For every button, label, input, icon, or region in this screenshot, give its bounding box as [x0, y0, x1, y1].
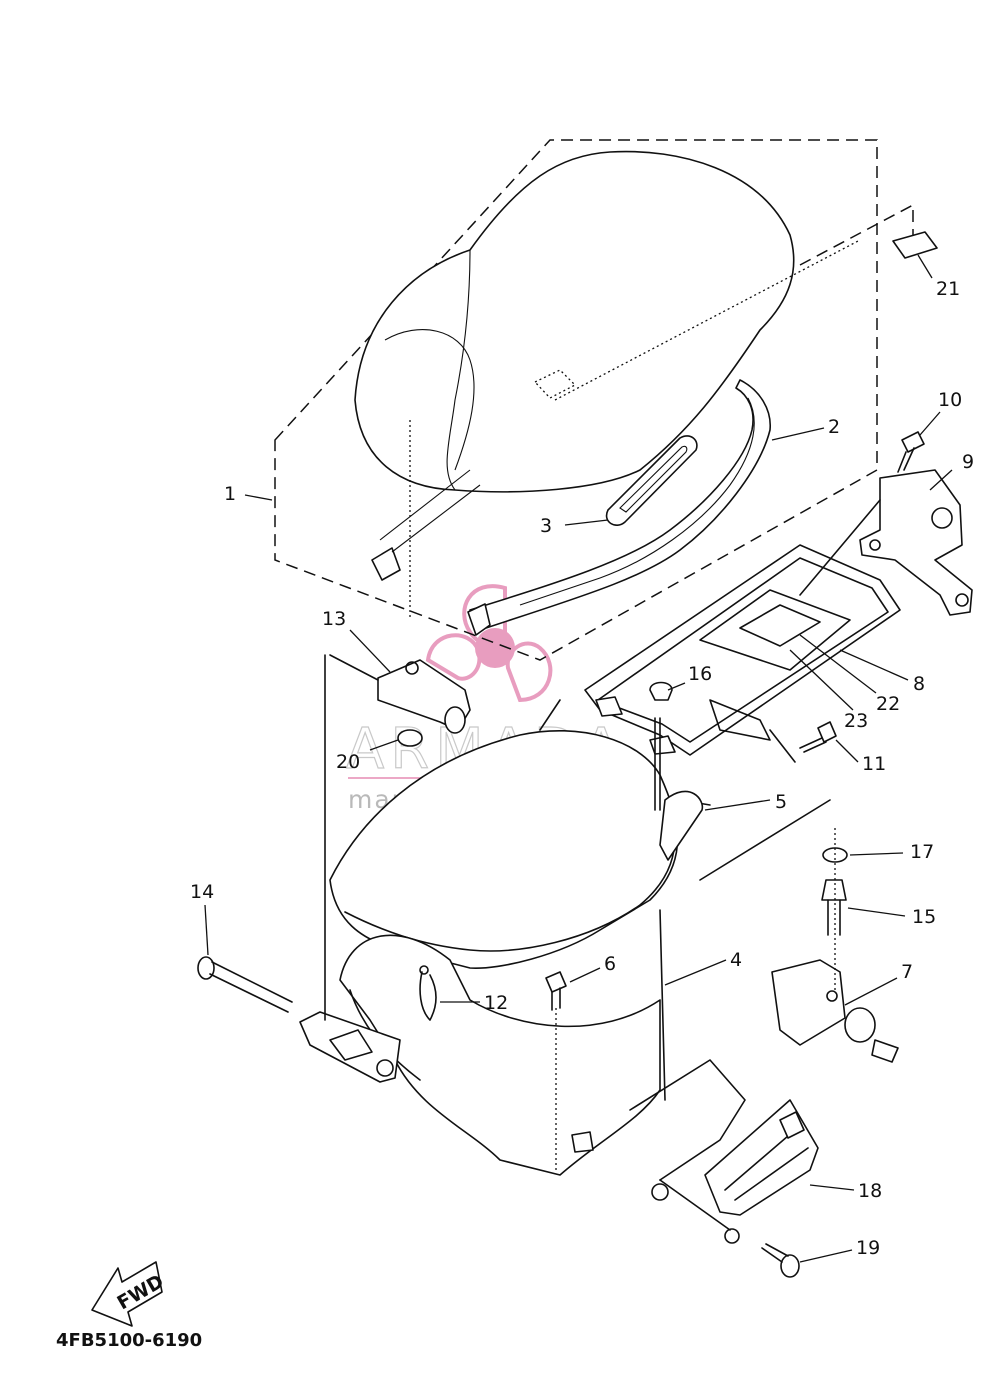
callout-16: 16 — [688, 663, 712, 685]
callout-11: 11 — [862, 753, 886, 775]
seat-frame — [584, 544, 901, 756]
callout-4: 4 — [730, 949, 742, 971]
bolt-11 — [799, 721, 837, 753]
seat-assembly-boundary — [274, 139, 878, 661]
callout-5: 5 — [775, 791, 787, 813]
sticker-boundary — [799, 203, 914, 266]
callout-1: 1 — [224, 483, 236, 505]
drawing-code: 4FB5100-6190 — [56, 1330, 202, 1351]
bolt-6 — [545, 971, 567, 1011]
seat-cushion — [354, 150, 861, 620]
callout-19: 19 — [856, 1237, 880, 1259]
callout-14: 14 — [190, 881, 214, 903]
callout-6: 6 — [604, 953, 616, 975]
reference-lines — [324, 499, 881, 1231]
callout-23: 23 — [844, 710, 868, 732]
sticker — [892, 231, 938, 259]
collar-20 — [397, 729, 423, 747]
seat-lock-cylinder — [771, 959, 899, 1063]
callout-18: 18 — [858, 1180, 882, 1202]
callout-13: 13 — [322, 608, 346, 630]
seat-lock-bracket — [859, 469, 973, 616]
forward-direction-arrow: FWD — [91, 1261, 168, 1327]
spring-clip-end — [419, 965, 429, 975]
callout-9: 9 — [962, 451, 974, 473]
screw-19 — [761, 1243, 800, 1278]
callout-10: 10 — [938, 389, 962, 411]
callout-12: 12 — [484, 992, 508, 1014]
bolt-10 — [897, 431, 925, 473]
callout-15: 15 — [912, 906, 936, 928]
callout-22: 22 — [876, 693, 900, 715]
seat-handle-inner — [619, 445, 688, 513]
stud-15 — [821, 879, 847, 936]
pivot-bolt — [197, 956, 293, 1013]
grommet-16 — [649, 681, 673, 701]
storage-box — [329, 699, 711, 969]
callout-20: 20 — [336, 751, 360, 773]
seat-trim-strip — [371, 379, 771, 636]
callout-3: 3 — [540, 515, 552, 537]
rear-cover — [704, 1099, 819, 1216]
callout-2: 2 — [828, 416, 840, 438]
callout-21: 21 — [936, 278, 960, 300]
callout-17: 17 — [910, 841, 934, 863]
watermark-propeller-logo — [425, 584, 553, 703]
hinge-plate — [377, 659, 471, 734]
callout-labels: 1 2 3 4 5 6 7 8 9 10 11 12 13 14 15 16 1… — [190, 278, 974, 1259]
leader-lines — [204, 254, 953, 1263]
spring-clip — [419, 971, 437, 1021]
callout-7: 7 — [901, 961, 913, 983]
callout-8: 8 — [913, 673, 925, 695]
